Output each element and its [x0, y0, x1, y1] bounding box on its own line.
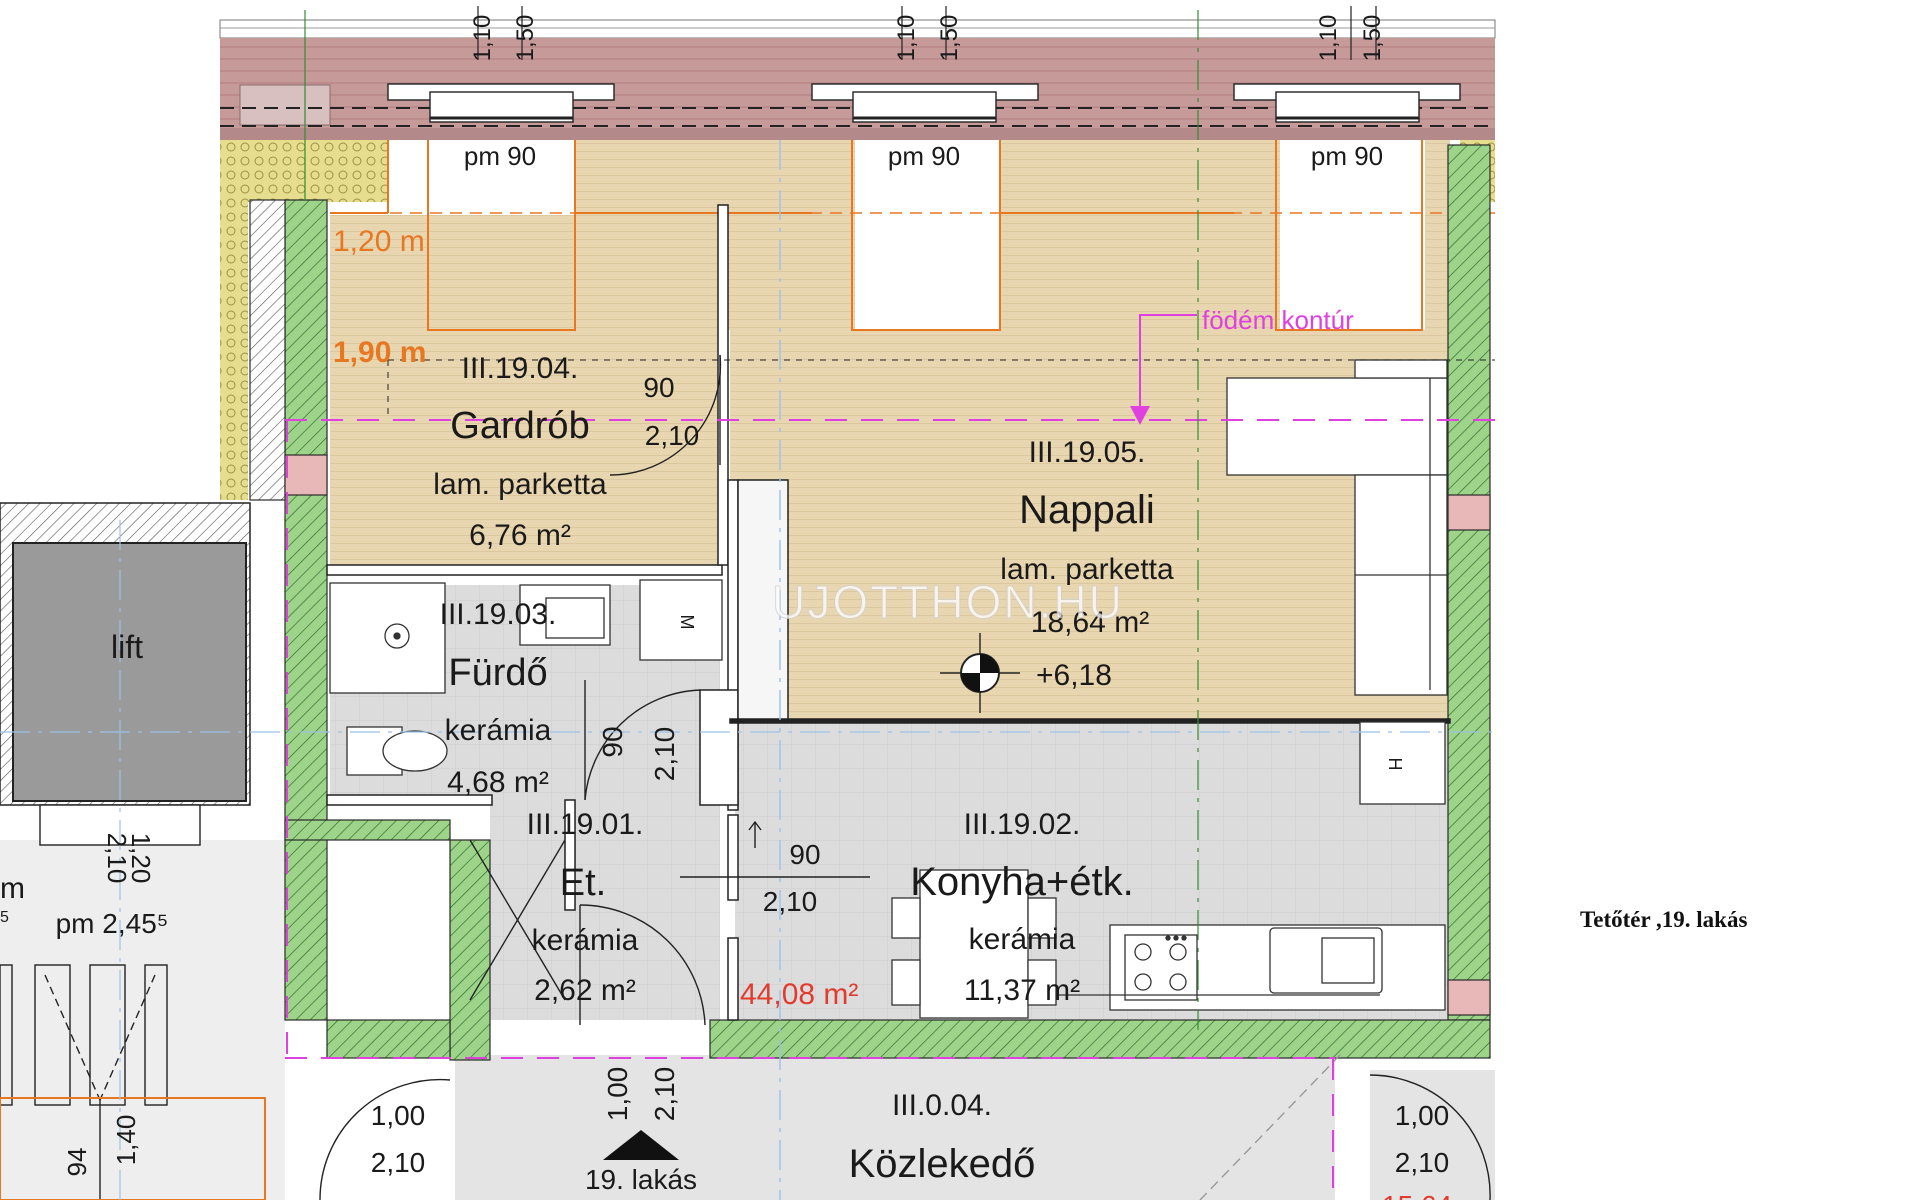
level-value: +6,18	[1036, 659, 1112, 692]
stair-area	[0, 964, 266, 1200]
door-height: 2,10	[649, 727, 680, 782]
sink	[519, 584, 611, 646]
window-height-label: 1,50	[512, 15, 539, 62]
room-id: III.19.03.	[440, 598, 557, 631]
headroom-label: 1,90 m	[333, 336, 426, 369]
headroom-contours	[330, 140, 1495, 331]
unit-label: 19. lakás	[585, 1164, 697, 1195]
slab-area-partial: 15,64	[1382, 1190, 1452, 1200]
door-width: 1,00	[602, 1067, 633, 1122]
sofa	[1226, 377, 1448, 476]
door-width: 90	[643, 372, 674, 403]
room-area: 2,62 m²	[534, 974, 636, 1007]
door-height: 2,10	[1395, 1147, 1450, 1178]
fixture-label: M	[677, 615, 697, 630]
room-id: III.19.02.	[964, 808, 1081, 841]
window-pm-label: pm 90	[888, 141, 960, 171]
window-height-label: 1,10	[469, 15, 496, 62]
room-floor: kerámia	[969, 923, 1076, 956]
room-area: 4,68 m²	[447, 766, 549, 799]
doors	[319, 354, 1491, 1200]
room-floor: kerámia	[532, 924, 639, 957]
sofa-back	[1354, 359, 1448, 379]
door-width: 90	[597, 726, 628, 757]
room-floor: kerámia	[445, 714, 552, 747]
room-area: 11,37 m²	[964, 974, 1080, 1007]
room-id: III.19.05.	[1029, 436, 1146, 469]
door-width: 1,00	[1395, 1100, 1450, 1131]
total-area: 44,08 m²	[740, 978, 858, 1011]
window-height-label: 1,50	[936, 15, 963, 62]
window-height-label: 1,10	[893, 15, 920, 62]
window-pm-label: pm 90	[1311, 141, 1383, 171]
furniture	[329, 359, 1448, 1019]
fixture-label: H	[1385, 758, 1405, 771]
door-height: 2,10	[649, 1067, 680, 1122]
dining-table	[919, 869, 1029, 1019]
level-marker	[940, 633, 1020, 713]
room-name: Fürdő	[448, 652, 547, 694]
room-floor: lam. parketta	[433, 468, 607, 501]
guide-lines	[0, 10, 1495, 1200]
room-name: Közlekedő	[849, 1142, 1036, 1186]
door-width: 90	[789, 839, 820, 870]
stair-dim: 2,10	[102, 833, 132, 884]
room-area: 18,64 m²	[1031, 606, 1149, 639]
door-height: 2,10	[371, 1147, 426, 1178]
watermark: UJOTTHON.HU	[772, 576, 1124, 628]
lift-label: lift	[111, 629, 143, 665]
door-height: 2,10	[645, 420, 700, 451]
stair-dim: 1,40	[111, 1115, 141, 1166]
slab-contour-label: födém kontúr	[1202, 305, 1354, 335]
lift-shaft	[0, 502, 251, 846]
room-name: Et.	[560, 862, 606, 904]
room-floor: lam. parketta	[1000, 553, 1174, 586]
room-id: III.19.01.	[527, 808, 644, 841]
floor-finishes	[0, 140, 1495, 1200]
room-name: Nappali	[1019, 488, 1155, 532]
sheet-caption: Tetőtér ,19. lakás	[1580, 907, 1748, 932]
room-id: III.0.04.	[892, 1089, 992, 1122]
cooktop	[1124, 934, 1198, 1001]
door-width: 1,00	[371, 1100, 426, 1131]
fridge	[1359, 721, 1446, 805]
stair-label: m	[0, 872, 25, 905]
room-name: Gardrób	[450, 405, 589, 447]
headroom-label: 1,20 m	[333, 225, 425, 258]
room-name: Konyha+étk.	[910, 860, 1134, 904]
stair-label: 5	[0, 909, 9, 926]
stair-dim: 94	[62, 1148, 92, 1177]
stair-pm-label: pm 2,45⁵	[56, 908, 169, 939]
door-height: 2,10	[763, 886, 818, 917]
wardrobe-fixture	[639, 579, 723, 661]
window-height-label: 1,50	[1359, 15, 1386, 62]
room-area: 6,76 m²	[469, 519, 571, 552]
window-pm-label: pm 90	[464, 141, 536, 171]
sofa-seat	[1354, 474, 1448, 696]
walls	[249, 144, 1491, 1061]
room-id: III.19.04.	[462, 352, 579, 385]
kitchen-sink	[1269, 927, 1383, 994]
entrance-marker	[603, 1130, 679, 1160]
stair-dim: 1,20	[126, 833, 156, 884]
window-height-label: 1,10	[1315, 15, 1342, 62]
